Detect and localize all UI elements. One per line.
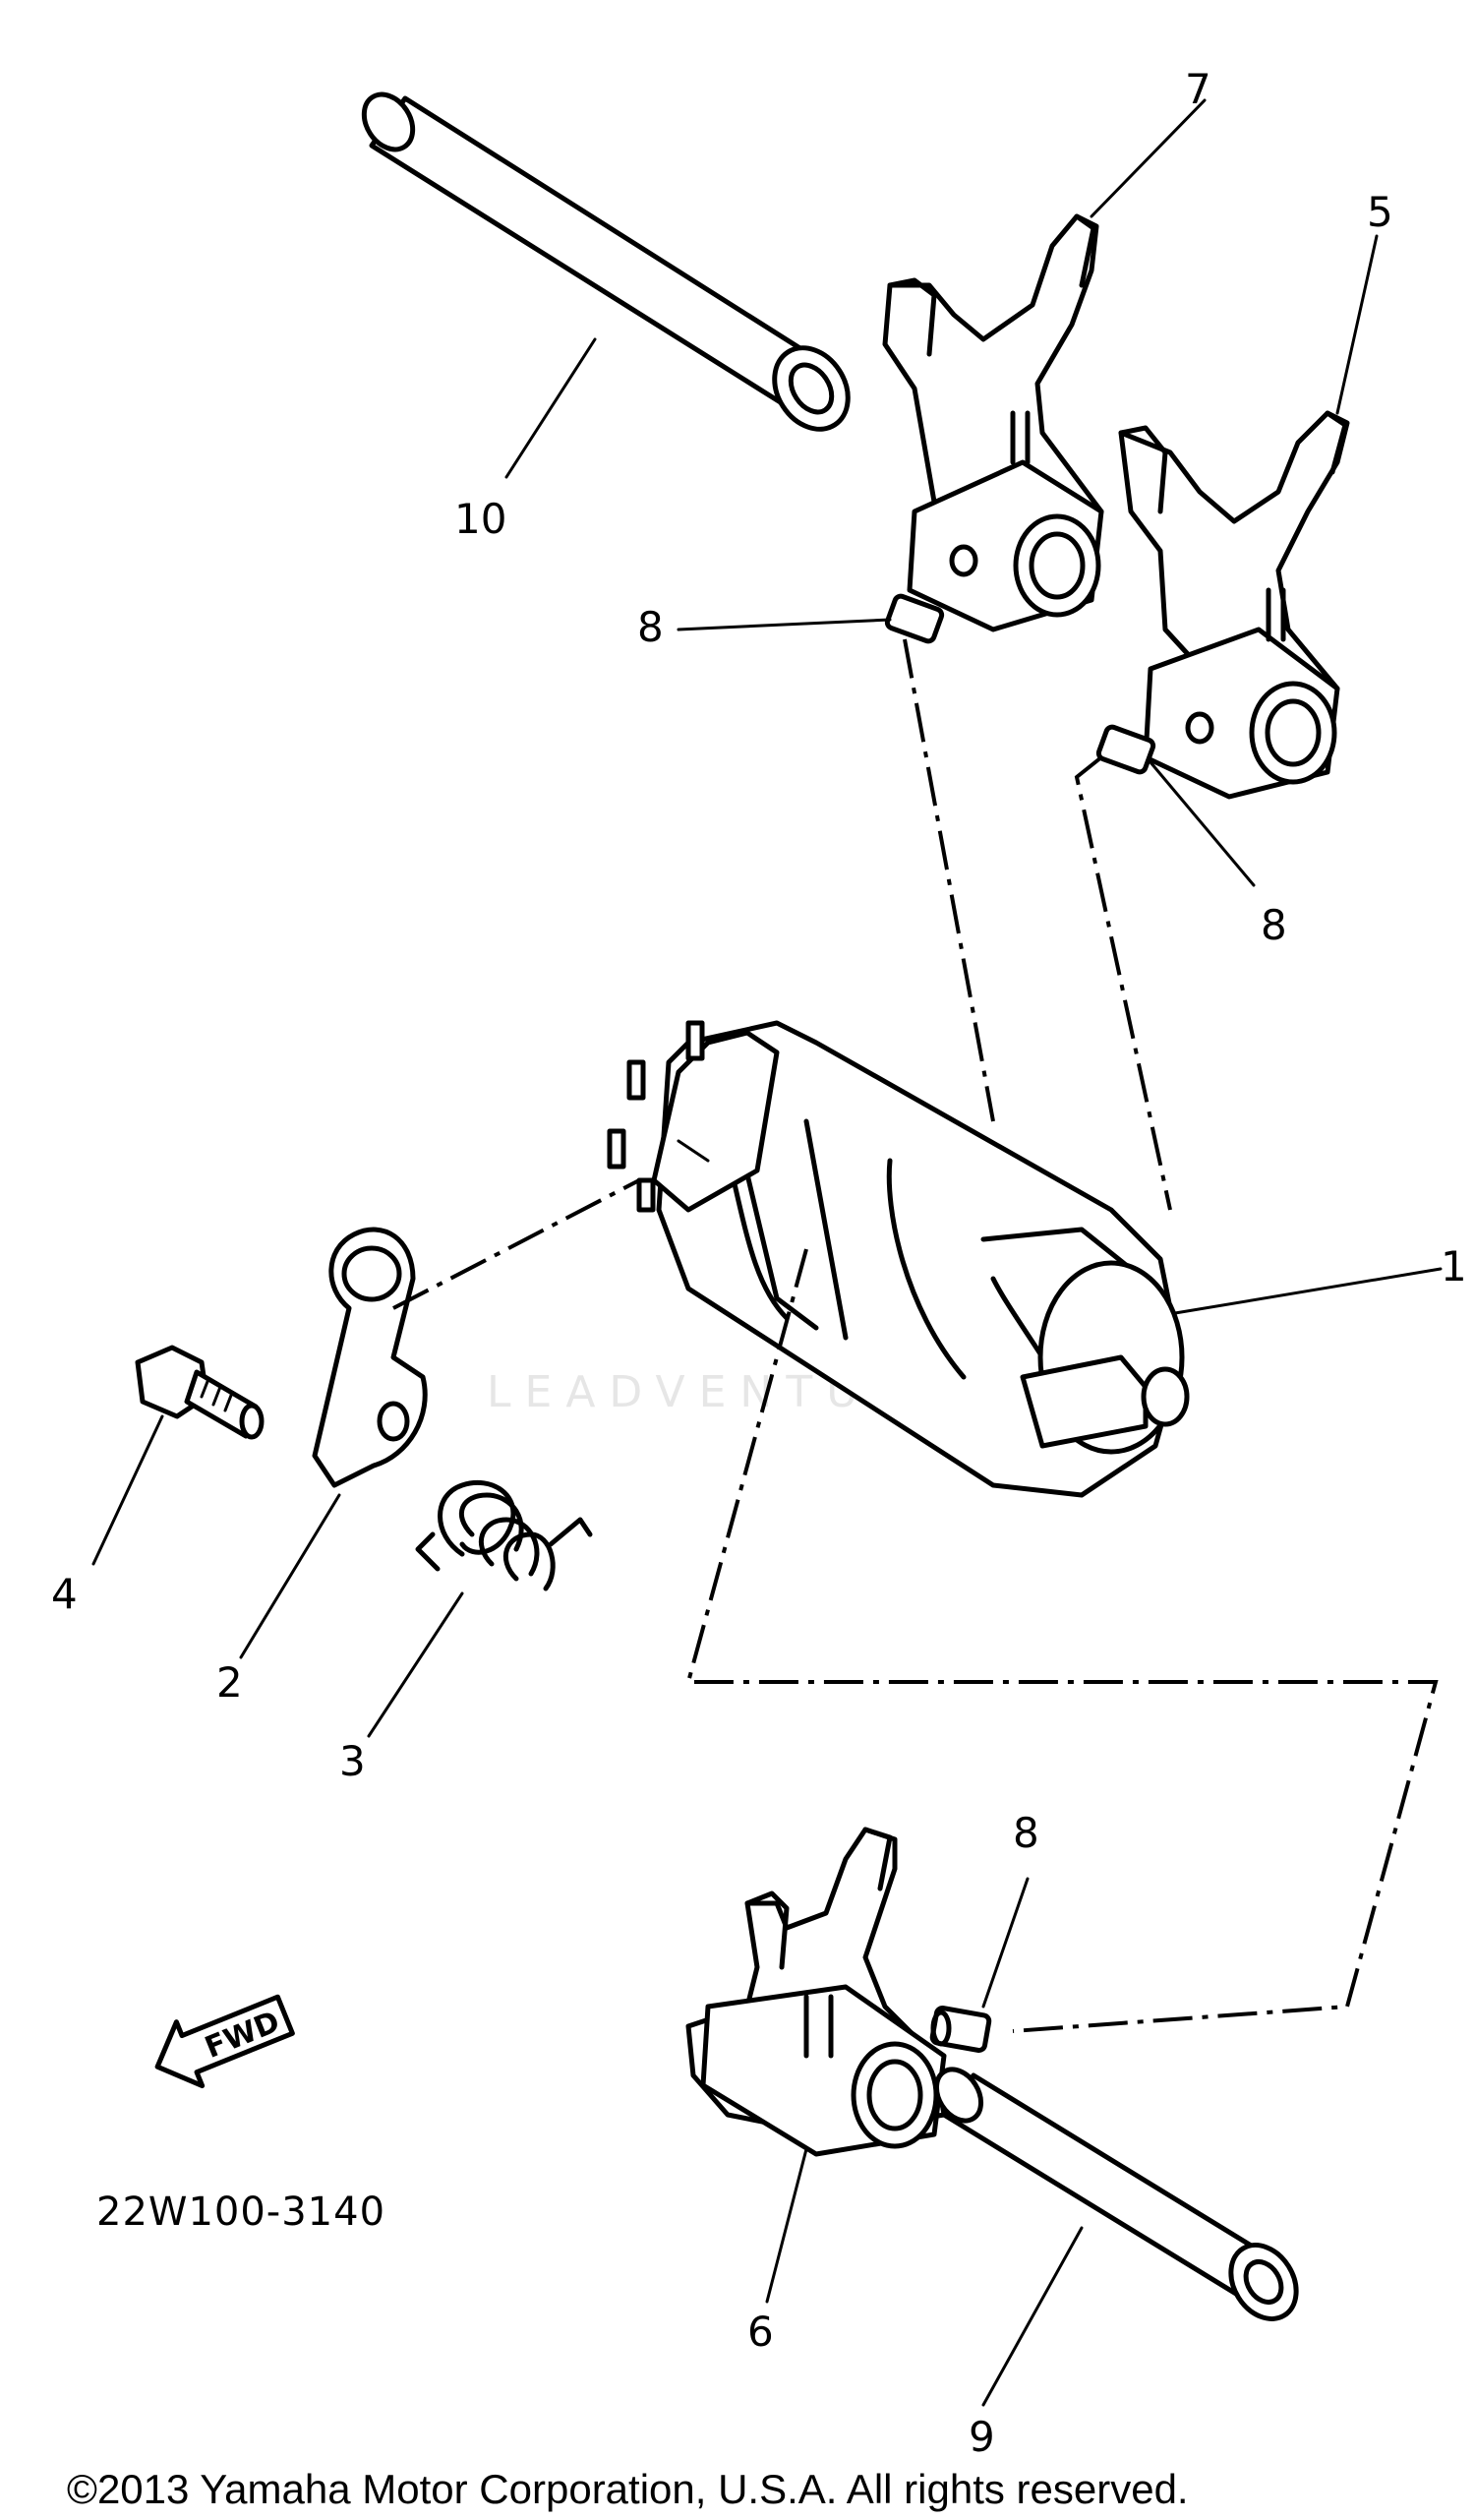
callout-8-lower: 8 — [1013, 1809, 1039, 1857]
callout-1: 1 — [1441, 1242, 1467, 1290]
shift-drum-part-1 — [607, 1020, 1190, 1498]
diagram-reference-code: 22W100-3140 — [96, 2190, 385, 2235]
forward-arrow-icon: FWD — [154, 1994, 295, 2089]
shift-fork-part-6 — [685, 1827, 947, 2157]
bolt-part-4 — [135, 1345, 265, 1440]
guide-pin-part-8-upper — [884, 593, 945, 644]
stopper-lever-part-2 — [312, 1227, 428, 1488]
callout-3: 3 — [339, 1737, 366, 1785]
callout-4: 4 — [51, 1570, 78, 1618]
callout-8-upper: 8 — [637, 603, 664, 651]
callout-6: 6 — [747, 2308, 774, 2356]
guide-pin-part-8-middle — [1095, 724, 1156, 775]
callout-labels: 1 2 3 4 5 6 7 8 8 8 9 10 — [51, 65, 1467, 2461]
shaft-part-10 — [361, 91, 851, 432]
guide-pin-part-8-lower — [929, 2006, 992, 2053]
copyright-notice: ©2013 Yamaha Motor Corporation, U.S.A. A… — [67, 2466, 1189, 2512]
assembly-guide-lines — [392, 638, 1439, 2033]
spring-part-3 — [415, 1479, 593, 1591]
callout-9: 9 — [969, 2413, 995, 2461]
leader-lines — [91, 98, 1443, 2407]
callout-2: 2 — [216, 1658, 243, 1707]
shift-fork-part-5 — [1118, 410, 1350, 800]
callout-7: 7 — [1185, 65, 1211, 113]
shaft-part-9 — [933, 2067, 1299, 2321]
callout-8-middle: 8 — [1261, 901, 1287, 949]
callout-10: 10 — [454, 495, 506, 543]
shift-fork-part-7 — [882, 213, 1104, 632]
callout-5: 5 — [1367, 188, 1393, 236]
